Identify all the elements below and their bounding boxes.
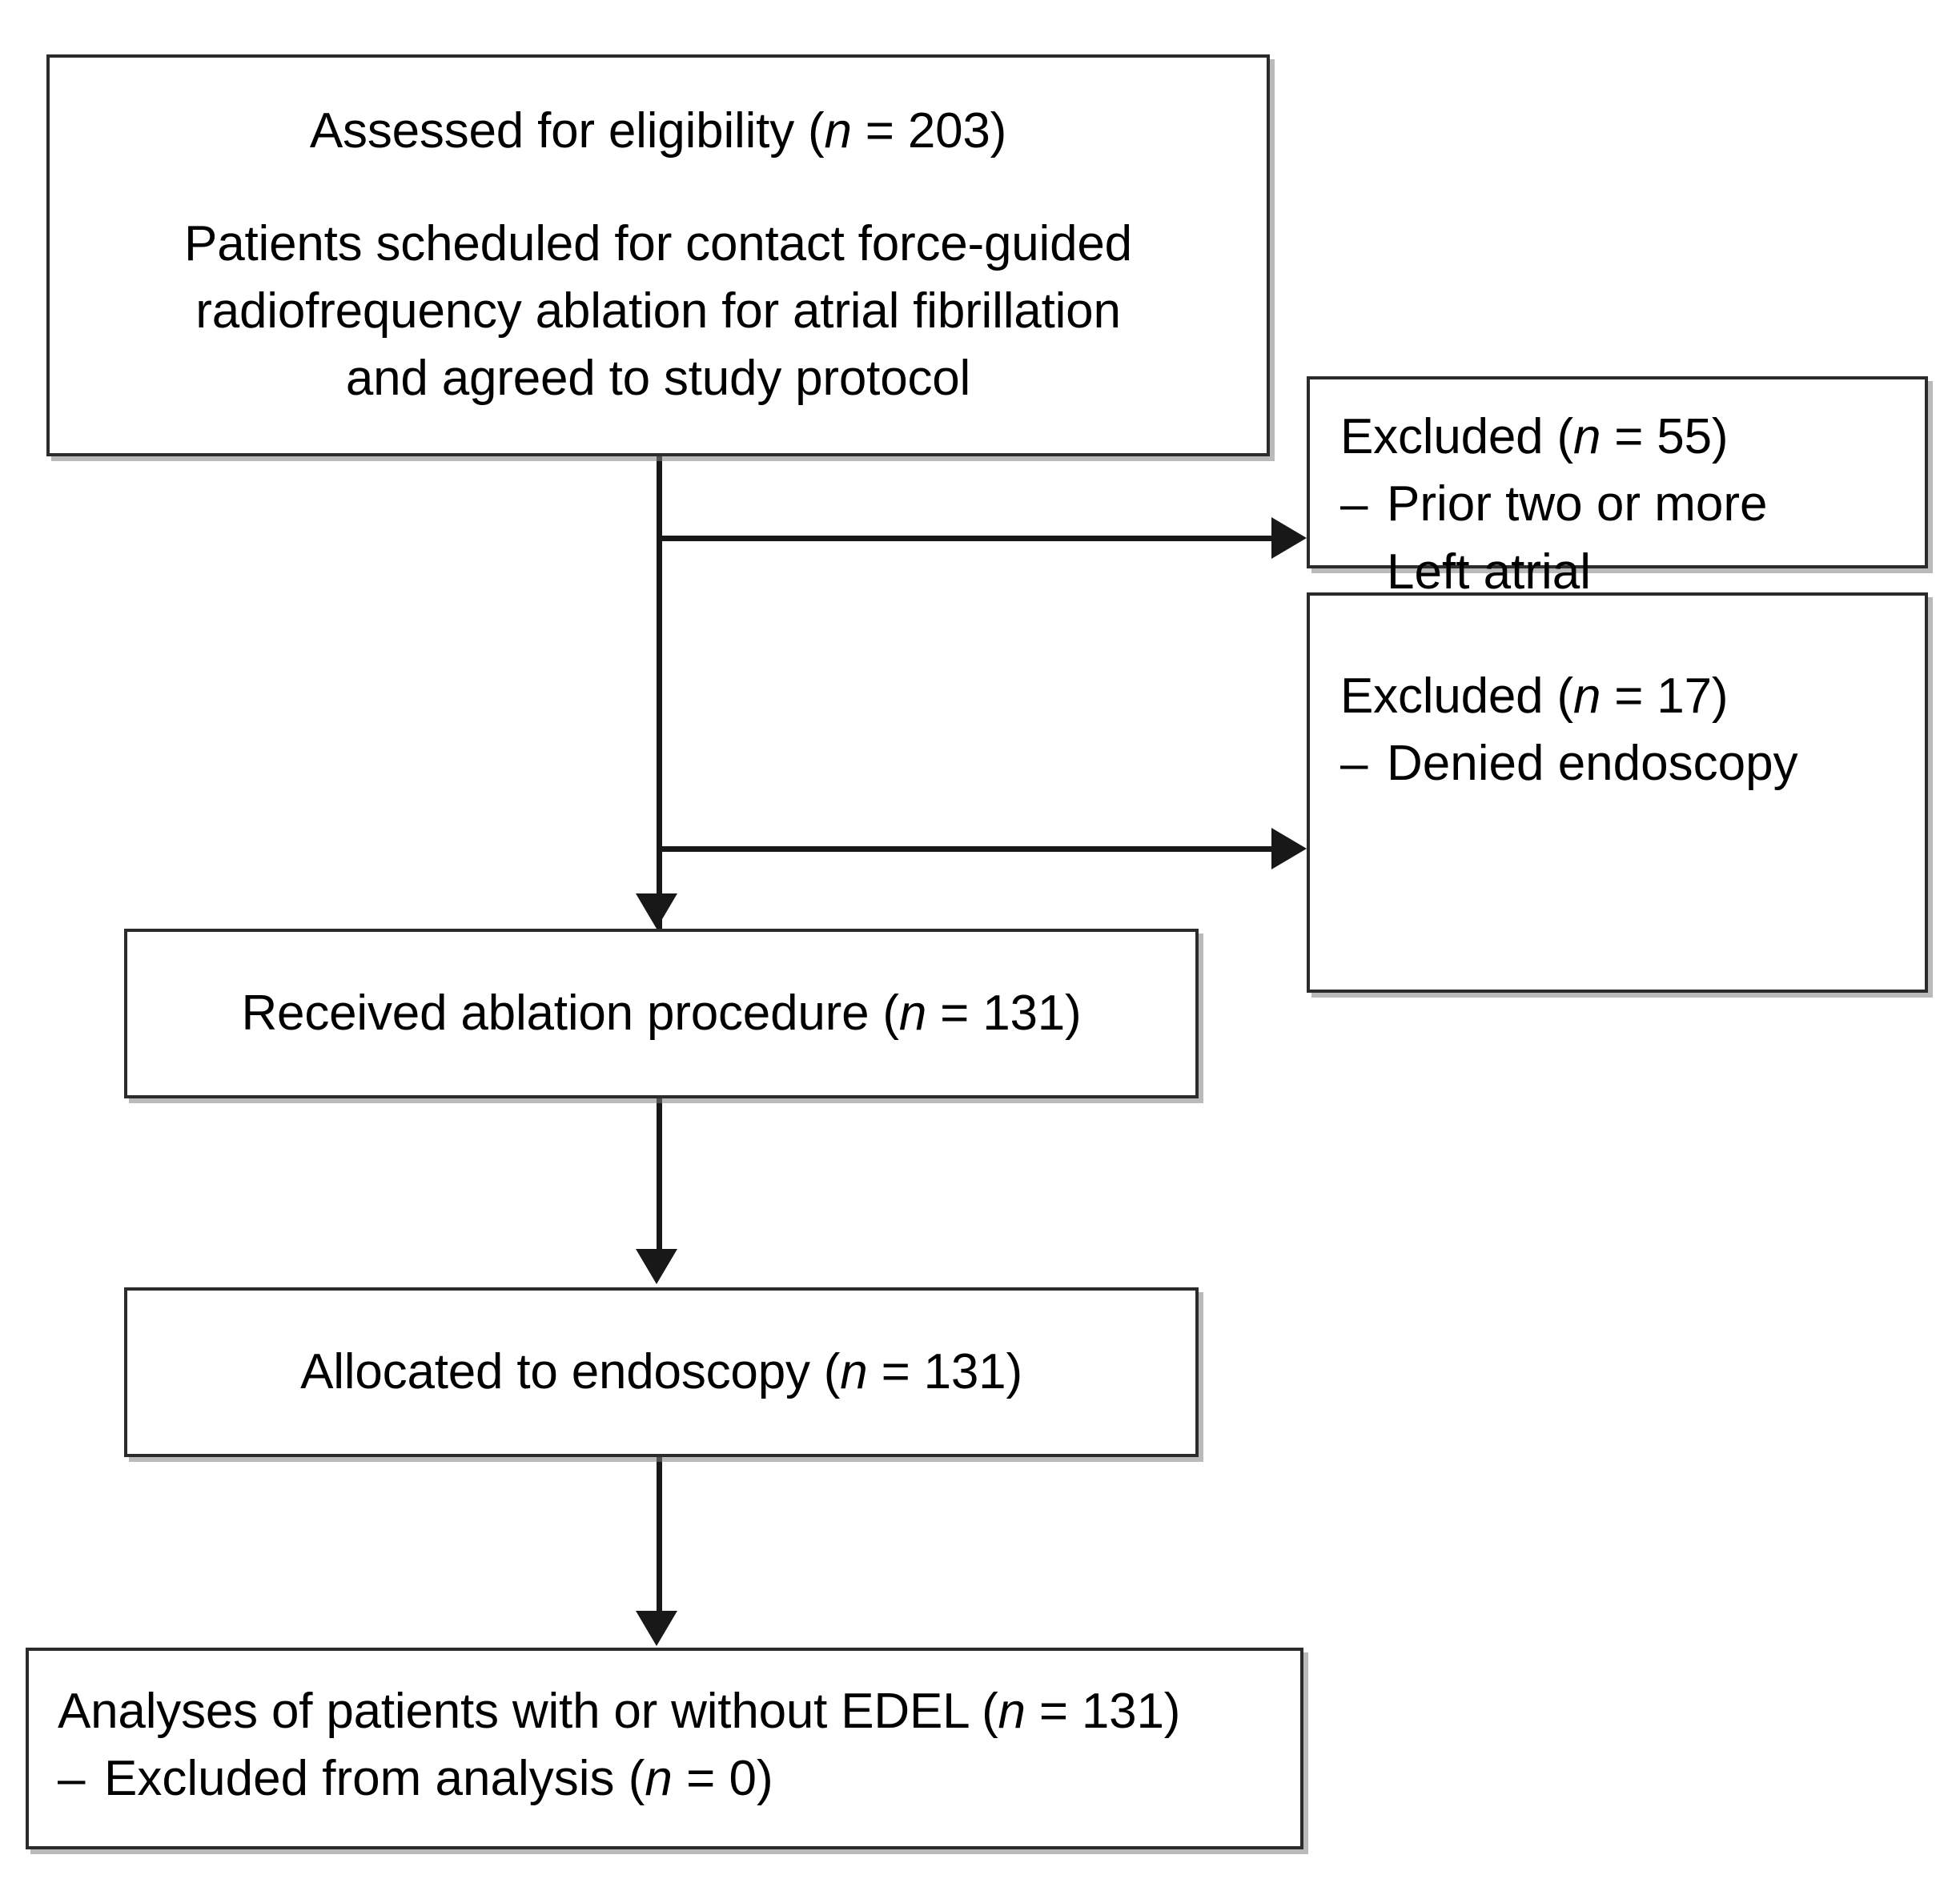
arrow-received-to-allocated — [636, 1249, 677, 1284]
excluded-2-header-prefix: Excluded ( — [1340, 668, 1573, 724]
node-excluded-prior-ablation: Excluded (n = 55) – Prior two or more Le… — [1307, 376, 1928, 600]
excluded-2-bullet-text: Denied endoscopy — [1387, 736, 1798, 792]
excluded-1-header-prefix: Excluded ( — [1340, 409, 1573, 464]
allocated-n-symbol: n — [840, 1343, 868, 1399]
node-allocated-to-endoscopy: Allocated to endoscopy (n = 131) — [124, 1287, 1199, 1457]
received-n-symbol: n — [898, 985, 927, 1041]
excluded-2-bullet-dash: – — [1340, 736, 1368, 792]
arrow-to-excluded-1 — [1271, 517, 1307, 559]
analyses-bullet-prefix: Excluded from analysis ( — [104, 1751, 645, 1807]
received-text-prefix: Received ablation procedure ( — [241, 985, 899, 1041]
node-assessed-for-eligibility: Assessed for eligibility (n = 203) Patie… — [46, 54, 1270, 456]
excluded-1-bullet: – Prior two or more — [1340, 471, 1894, 538]
connector-assessed-to-received-stem — [657, 456, 662, 948]
analyses-header-n-symbol: n — [998, 1684, 1026, 1739]
analyses-bullet-dash: – — [58, 1751, 86, 1807]
excluded-1-header-suffix: = 55) — [1601, 409, 1729, 464]
connector-branch-excluded-1 — [657, 536, 1273, 541]
analyses-bullet-n-symbol: n — [645, 1751, 673, 1807]
analyses-bullet: – Excluded from analysis (n = 0) — [58, 1745, 1271, 1813]
connector-branch-excluded-2 — [657, 846, 1273, 852]
analyses-header-suffix: = 131) — [1025, 1684, 1181, 1739]
excluded-2-header-suffix: = 17) — [1601, 668, 1729, 724]
node-analyses-of-patients: Analyses of patients with or without EDE… — [26, 1648, 1303, 1849]
connector-received-to-allocated — [657, 1098, 662, 1259]
excluded-1-header-n-symbol: n — [1572, 409, 1601, 464]
analyses-bullet-suffix: = 0) — [672, 1751, 773, 1807]
analyses-header-prefix: Analyses of patients with or without EDE… — [58, 1684, 998, 1739]
excluded-2-bullet: – Denied endoscopy — [1340, 730, 1894, 797]
connector-allocated-to-analyses — [657, 1457, 662, 1617]
arrow-to-excluded-2 — [1271, 828, 1307, 869]
excluded-1-bullet-continuation: Left atrial — [1387, 544, 1592, 600]
allocated-text: Allocated to endoscopy (n = 131) — [300, 1339, 1022, 1406]
assessed-headline-suffix: = 203) — [851, 103, 1007, 159]
excluded-1-header: Excluded (n = 55) — [1340, 404, 1894, 471]
node-received-ablation-procedure: Received ablation procedure (n = 131) — [124, 929, 1199, 1098]
assessed-headline-n-symbol: n — [824, 103, 852, 159]
allocated-text-suffix: = 131) — [867, 1343, 1023, 1399]
analyses-bullet-text: Excluded from analysis (n = 0) — [104, 1745, 1271, 1813]
received-text-suffix: = 131) — [926, 985, 1082, 1041]
excluded-1-bullet-text: Prior two or more — [1387, 476, 1768, 532]
assessed-headline-prefix: Assessed for eligibility ( — [309, 103, 825, 159]
excluded-1-bullet-dash: – — [1340, 476, 1368, 532]
received-text: Received ablation procedure (n = 131) — [241, 980, 1081, 1047]
arrow-allocated-to-analyses — [636, 1611, 677, 1646]
analyses-header: Analyses of patients with or without EDE… — [58, 1678, 1271, 1745]
allocated-text-prefix: Allocated to endoscopy ( — [300, 1343, 841, 1399]
excluded-2-header-n-symbol: n — [1572, 668, 1601, 724]
arrow-assessed-to-received — [636, 893, 677, 929]
excluded-2-header: Excluded (n = 17) — [1340, 663, 1894, 730]
node-excluded-denied-endoscopy: Excluded (n = 17) – Denied endoscopy — [1307, 592, 1928, 993]
assessed-headline: Assessed for eligibility (n = 203) — [310, 98, 1006, 165]
assessed-body-text: Patients scheduled for contact force-gui… — [184, 215, 1132, 407]
